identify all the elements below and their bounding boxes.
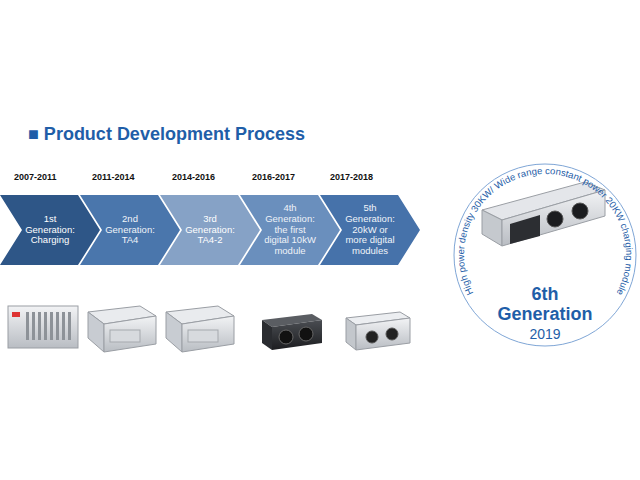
generation-text: 2nd Generation: TA4 [104,214,156,246]
chevron-text-box: 3rd Generation: TA4-2 [184,198,236,262]
generation-text: 3rd Generation: TA4-2 [184,214,236,246]
circular-caption: High power density 30KW/ Wide range cons… [455,165,635,297]
generation-chevron: 5th Generation: 20kW or more digital mod… [320,195,420,265]
generation-year: 2019 [453,326,637,342]
generation-text: 5th Generation: 20kW or more digital mod… [344,203,396,256]
chevron-fill [80,195,180,265]
period-label: 2016-2017 [252,172,295,182]
device-photo [262,314,322,350]
page-title: ■ Product Development Process [28,124,305,145]
circle-outline [454,164,636,346]
generation-chevron: 4th Generation: the first digital 10kW m… [240,195,340,265]
period-label: 2007-2011 [14,172,57,182]
generation-text: 4th Generation: the first digital 10kW m… [264,203,316,256]
device-photo [482,182,605,246]
period-label: 2011-2014 [92,172,135,182]
chevron-text-box: 2nd Generation: TA4 [104,198,156,262]
device-photo [88,306,156,352]
generation-chevron: 1st Generation: Charging [0,195,100,265]
device-photo [166,306,234,352]
generation-chevron: 2nd Generation: TA4 [80,195,180,265]
chevron-fill [320,195,420,265]
generation-heading: 6th Generation [453,285,637,325]
chevron-text-box: 5th Generation: 20kW or more digital mod… [344,198,396,262]
period-label: 2014-2016 [172,172,215,182]
device-photo [8,306,78,348]
generation-circle: High power density 30KW/ Wide range cons… [453,163,637,347]
period-label: 2017-2018 [330,172,373,182]
chevron-text-box: 1st Generation: Charging [24,198,76,262]
generation-text: 1st Generation: Charging [24,214,76,246]
chevron-text-box: 4th Generation: the first digital 10kW m… [264,198,316,262]
chevron-fill [160,195,260,265]
generation-chevron: 3rd Generation: TA4-2 [160,195,260,265]
chevron-fill [0,195,100,265]
chevron-fill [240,195,340,265]
device-photo [346,312,410,350]
